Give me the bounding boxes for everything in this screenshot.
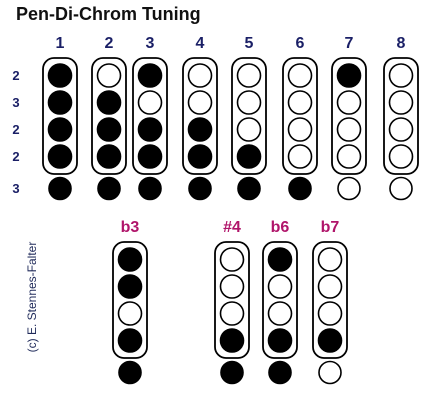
chromatic-column-frame <box>214 241 250 359</box>
open-thumb-hole <box>318 360 342 385</box>
open-hole <box>317 247 343 272</box>
row-label: 3 <box>12 95 19 110</box>
open-hole <box>287 90 313 115</box>
filled-hole <box>96 117 122 142</box>
filled-thumb-hole <box>97 176 121 201</box>
open-thumb-hole <box>337 176 361 201</box>
main-column-label: 3 <box>146 35 155 52</box>
open-hole <box>219 247 245 272</box>
filled-hole <box>236 144 262 169</box>
open-hole <box>187 90 213 115</box>
filled-hole <box>137 117 163 142</box>
open-hole <box>96 63 122 88</box>
filled-thumb-hole <box>188 176 212 201</box>
filled-hole <box>96 90 122 115</box>
main-column-frame <box>132 57 168 175</box>
chromatic-column-frame <box>112 241 148 359</box>
filled-hole <box>47 144 73 169</box>
open-hole <box>287 63 313 88</box>
main-column-frame <box>182 57 218 175</box>
row-label: 2 <box>12 68 19 83</box>
filled-thumb-hole <box>237 176 261 201</box>
open-hole <box>336 90 362 115</box>
open-hole <box>388 90 414 115</box>
filled-hole <box>47 90 73 115</box>
main-column-label: 8 <box>397 35 406 52</box>
main-column-label: 5 <box>245 35 254 52</box>
row-label: 3 <box>12 181 19 196</box>
filled-hole <box>267 247 293 272</box>
main-column-label: 2 <box>105 35 114 52</box>
chromatic-column-label: #4 <box>223 219 241 236</box>
filled-hole <box>187 144 213 169</box>
filled-hole <box>47 117 73 142</box>
main-column-frame <box>231 57 267 175</box>
chromatic-column-label: b3 <box>121 219 140 236</box>
open-hole <box>388 63 414 88</box>
filled-hole <box>137 144 163 169</box>
main-column-frame <box>42 57 78 175</box>
open-hole <box>267 301 293 326</box>
filled-hole <box>117 247 143 272</box>
filled-hole <box>219 328 245 353</box>
row-label: 2 <box>12 149 19 164</box>
open-hole <box>317 274 343 299</box>
open-hole <box>117 301 143 326</box>
open-hole <box>336 144 362 169</box>
page-title: Pen-Di-Chrom Tuning <box>16 4 201 24</box>
filled-thumb-hole <box>138 176 162 201</box>
chromatic-column-label: b7 <box>321 219 340 236</box>
open-hole <box>219 274 245 299</box>
chromatic-column-frame <box>262 241 298 359</box>
filled-hole <box>96 144 122 169</box>
filled-hole <box>117 328 143 353</box>
open-thumb-hole <box>389 176 413 201</box>
filled-hole <box>336 63 362 88</box>
row-label: 2 <box>12 122 19 137</box>
open-hole <box>236 90 262 115</box>
filled-thumb-hole <box>288 176 312 201</box>
open-hole <box>388 144 414 169</box>
open-hole <box>287 117 313 142</box>
filled-hole <box>47 63 73 88</box>
main-column-label: 4 <box>196 35 205 52</box>
open-hole <box>187 63 213 88</box>
open-hole <box>287 144 313 169</box>
main-column-frame <box>282 57 318 175</box>
chromatic-column-frame <box>312 241 348 359</box>
open-hole <box>219 301 245 326</box>
main-column-frame <box>383 57 419 175</box>
open-hole <box>317 301 343 326</box>
filled-thumb-hole <box>220 360 244 385</box>
open-hole <box>267 274 293 299</box>
filled-thumb-hole <box>268 360 292 385</box>
filled-hole <box>117 274 143 299</box>
open-hole <box>336 117 362 142</box>
filled-hole <box>317 328 343 353</box>
filled-hole <box>137 63 163 88</box>
filled-thumb-hole <box>48 176 72 201</box>
open-hole <box>236 63 262 88</box>
filled-hole <box>267 328 293 353</box>
main-column-frame <box>91 57 127 175</box>
open-hole <box>137 90 163 115</box>
filled-hole <box>187 117 213 142</box>
open-hole <box>236 117 262 142</box>
main-column-label: 1 <box>56 35 65 52</box>
main-column-frame <box>331 57 367 175</box>
chromatic-column-label: b6 <box>271 219 290 236</box>
open-hole <box>388 117 414 142</box>
main-column-label: 6 <box>296 35 305 52</box>
main-column-label: 7 <box>345 35 354 52</box>
filled-thumb-hole <box>118 360 142 385</box>
